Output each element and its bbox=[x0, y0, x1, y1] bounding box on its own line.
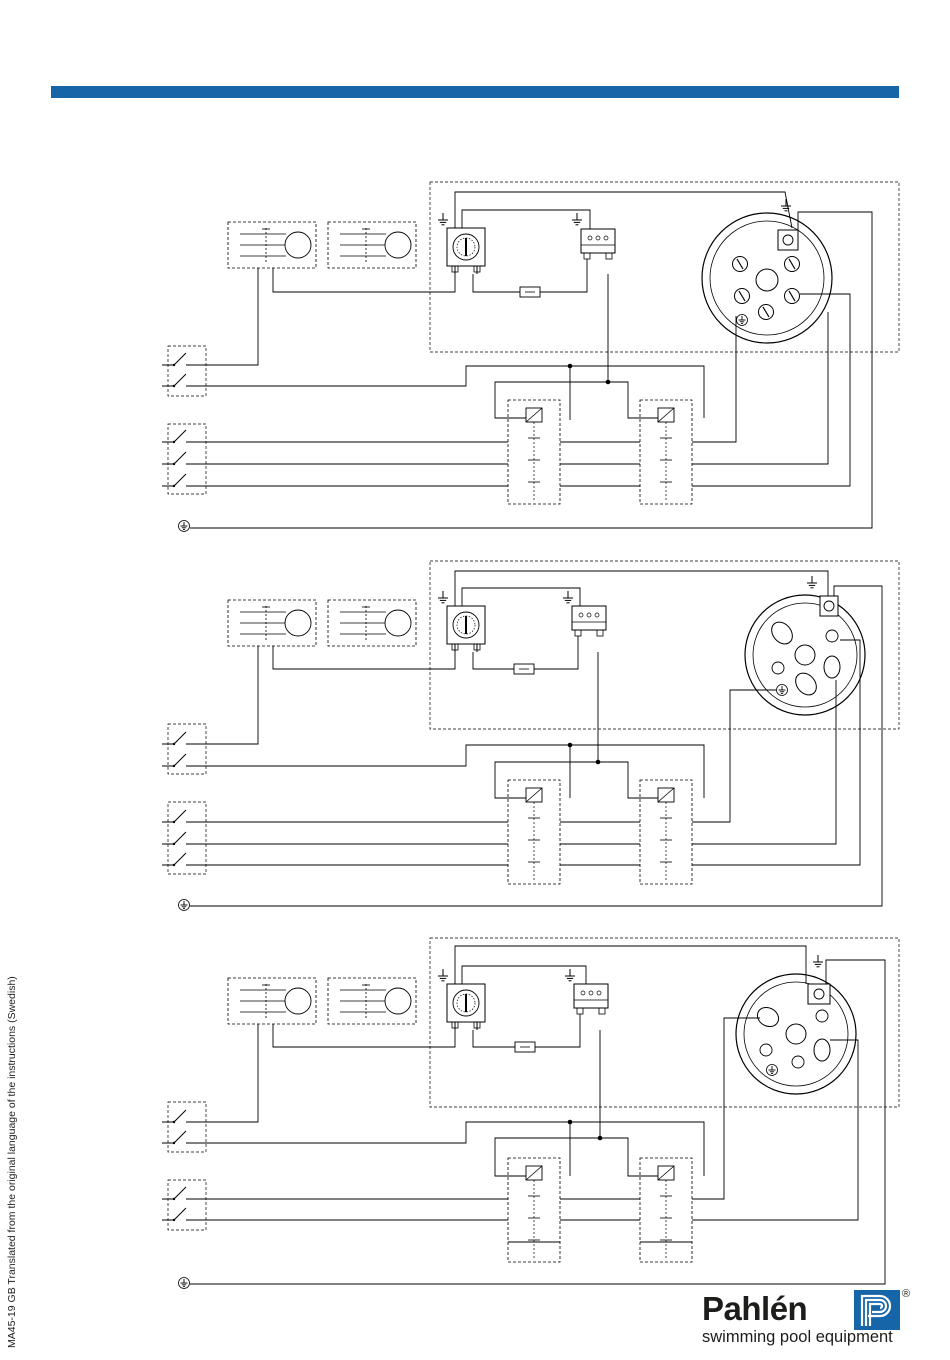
earth-ground-icon bbox=[438, 969, 448, 981]
switch-contact-icon bbox=[162, 430, 204, 443]
fuse-icon bbox=[520, 287, 540, 297]
relay-coil-icon bbox=[640, 780, 692, 884]
motor-icon bbox=[228, 978, 316, 1024]
relay-coil-icon bbox=[508, 1158, 560, 1262]
power-outlet-icon bbox=[745, 595, 865, 715]
pahlen-logo: Pahlén ® swimming pool equipment bbox=[702, 1288, 917, 1350]
wiring-diagram-2 bbox=[162, 561, 899, 911]
terminal-block-icon bbox=[581, 229, 615, 259]
power-outlet-icon bbox=[702, 213, 832, 343]
wiring-diagram-1 bbox=[162, 182, 899, 532]
timer-clock-icon bbox=[447, 984, 485, 1030]
earth-ground-icon bbox=[179, 1278, 190, 1289]
motor-icon bbox=[228, 600, 316, 646]
motor-icon bbox=[328, 222, 416, 268]
brand-tagline: swimming pool equipment bbox=[702, 1328, 893, 1347]
timer-clock-icon bbox=[447, 228, 485, 274]
fuse-icon bbox=[515, 1042, 535, 1052]
power-outlet-icon bbox=[736, 974, 856, 1094]
switch-contact-icon bbox=[162, 754, 204, 767]
motor-icon bbox=[228, 222, 316, 268]
switch-contact-icon bbox=[162, 474, 204, 487]
fuse-icon bbox=[514, 664, 534, 674]
terminal-block-icon bbox=[574, 984, 608, 1014]
wiring-diagram-3 bbox=[162, 938, 899, 1289]
motor-icon bbox=[328, 600, 416, 646]
relay-coil-icon bbox=[508, 400, 560, 504]
brand-name: Pahlén bbox=[702, 1290, 807, 1328]
earth-ground-icon bbox=[572, 213, 582, 225]
earth-ground-icon bbox=[179, 900, 190, 911]
earth-ground-icon bbox=[565, 969, 575, 981]
pahlen-p-logo-icon bbox=[854, 1290, 900, 1330]
relay-coil-icon bbox=[640, 1158, 692, 1262]
timer-clock-icon bbox=[447, 606, 485, 652]
relay-coil-icon bbox=[508, 780, 560, 884]
earth-ground-icon bbox=[813, 955, 823, 967]
terminal-block-icon bbox=[572, 606, 606, 636]
switch-contact-icon bbox=[162, 832, 204, 845]
earth-ground-icon bbox=[179, 521, 190, 532]
earth-ground-icon bbox=[438, 591, 448, 603]
motor-icon bbox=[328, 978, 416, 1024]
earth-ground-icon bbox=[563, 591, 573, 603]
registered-mark: ® bbox=[902, 1288, 910, 1300]
earth-ground-icon bbox=[807, 576, 817, 588]
earth-ground-icon bbox=[781, 199, 791, 211]
earth-ground-icon bbox=[438, 213, 448, 225]
relay-coil-icon bbox=[640, 400, 692, 504]
